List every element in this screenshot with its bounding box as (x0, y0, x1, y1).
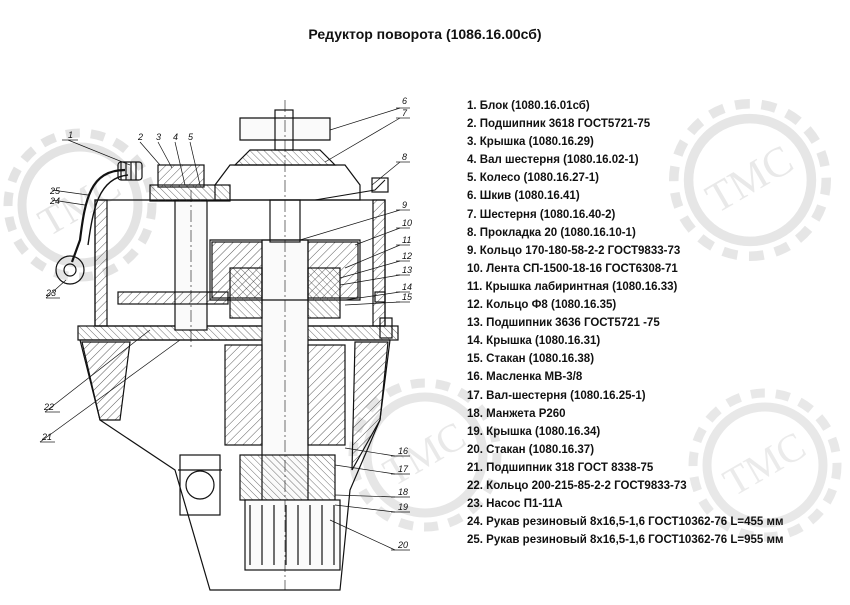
drawing-title: Редуктор поворота (1086.16.00сб) (308, 26, 542, 42)
part-item: 12. Кольцо Ф8 (1080.16.35) (467, 299, 617, 312)
callout-16: 16 (398, 446, 408, 456)
part-item: 11. Крышка лабиринтная (1080.16.33) (467, 280, 678, 293)
part-item: 8. Прокладка 20 (1080.16.10-1) (467, 226, 636, 239)
watermark-gear-lower-right: TMC (688, 388, 842, 542)
watermark-gear-right: TMC (669, 99, 831, 261)
part-item: 22. Кольцо 200-215-85-2-2 ГОСТ9833-73 (467, 479, 687, 492)
lower-pinion (239, 454, 336, 501)
pump (55, 255, 85, 285)
callout-6: 6 (402, 96, 407, 106)
part-item: 17. Вал-шестерня (1080.16.25-1) (467, 389, 646, 402)
housing-lower-hatch (81, 341, 131, 421)
callout-1: 1 (68, 130, 73, 140)
callout-5: 5 (188, 132, 194, 142)
callout-12: 12 (402, 251, 412, 261)
part-item: 24. Рукав резиновый 8х16,5-1,6 ГОСТ10362… (467, 516, 784, 529)
callout-22: 22 (43, 402, 54, 412)
part-item: 9. Кольцо 170-180-58-2-2 ГОСТ9833-73 (467, 244, 681, 257)
housing-lower (79, 339, 391, 591)
part-item: 16. Масленка МВ-3/8 (467, 371, 583, 384)
callout-23: 23 (45, 288, 56, 298)
part-item: 13. Подшипник 3636 ГОСТ5721 -75 (467, 317, 660, 330)
part-item: 19. Крышка (1080.16.34) (467, 425, 601, 438)
callout-18: 18 (398, 487, 408, 497)
part-item: 18. Манжета Р260 (467, 407, 566, 420)
callout-17: 17 (398, 464, 409, 474)
callout-3: 3 (156, 132, 161, 142)
callout-20: 20 (397, 540, 408, 550)
callout-9: 9 (402, 200, 407, 210)
watermark-gear-mid: TMC (348, 378, 502, 532)
flange (77, 325, 399, 341)
callout-24: 24 (49, 196, 60, 206)
callout-7: 7 (402, 108, 408, 118)
part-item: 2. Подшипник 3618 ГОСТ5721-75 (467, 118, 651, 131)
callout-19: 19 (398, 502, 408, 512)
callout-11: 11 (402, 235, 411, 245)
callout-13: 13 (402, 265, 412, 275)
hose-24 (70, 168, 126, 263)
part-item: 20. Стакан (1080.16.37) (467, 443, 595, 456)
hose-25 (87, 174, 129, 246)
callout-15: 15 (402, 292, 413, 302)
part-item: 7. Шестерня (1080.16.40-2) (467, 208, 616, 221)
callout-25: 25 (49, 186, 61, 196)
part-item: 4. Вал шестерня (1080.16.02-1) (467, 154, 639, 167)
part-item: 23. Насос П1-11А (467, 498, 563, 511)
part-item: 1. Блок (1080.16.01сб) (467, 100, 590, 112)
callout-8: 8 (402, 152, 407, 162)
part-item: 3. Крышка (1080.16.29) (467, 136, 594, 149)
part-item: 10. Лента СП-1500-18-16 ГОСТ6308-71 (467, 262, 678, 275)
part-item: 5. Колесо (1080.16.27-1) (467, 172, 599, 185)
callout-14: 14 (402, 282, 412, 292)
part-item: 14. Крышка (1080.16.31) (467, 335, 601, 348)
callout-4: 4 (173, 132, 178, 142)
callout-10: 10 (402, 218, 412, 228)
part-item: 25. Рукав резиновый 8х16,5-1,6 ГОСТ10362… (467, 534, 784, 547)
part-item: 21. Подшипник 318 ГОСТ 8338-75 (467, 461, 654, 474)
callout-2: 2 (137, 132, 143, 142)
callout-21: 21 (41, 432, 52, 442)
part-item: 15. Стакан (1080.16.38) (467, 353, 595, 366)
part-item: 6. Шкив (1080.16.41) (467, 190, 580, 203)
watermark-gear-left: TMC (3, 128, 157, 282)
parts-list: 1. Блок (1080.16.01сб) 2. Подшипник 3618… (467, 97, 783, 549)
